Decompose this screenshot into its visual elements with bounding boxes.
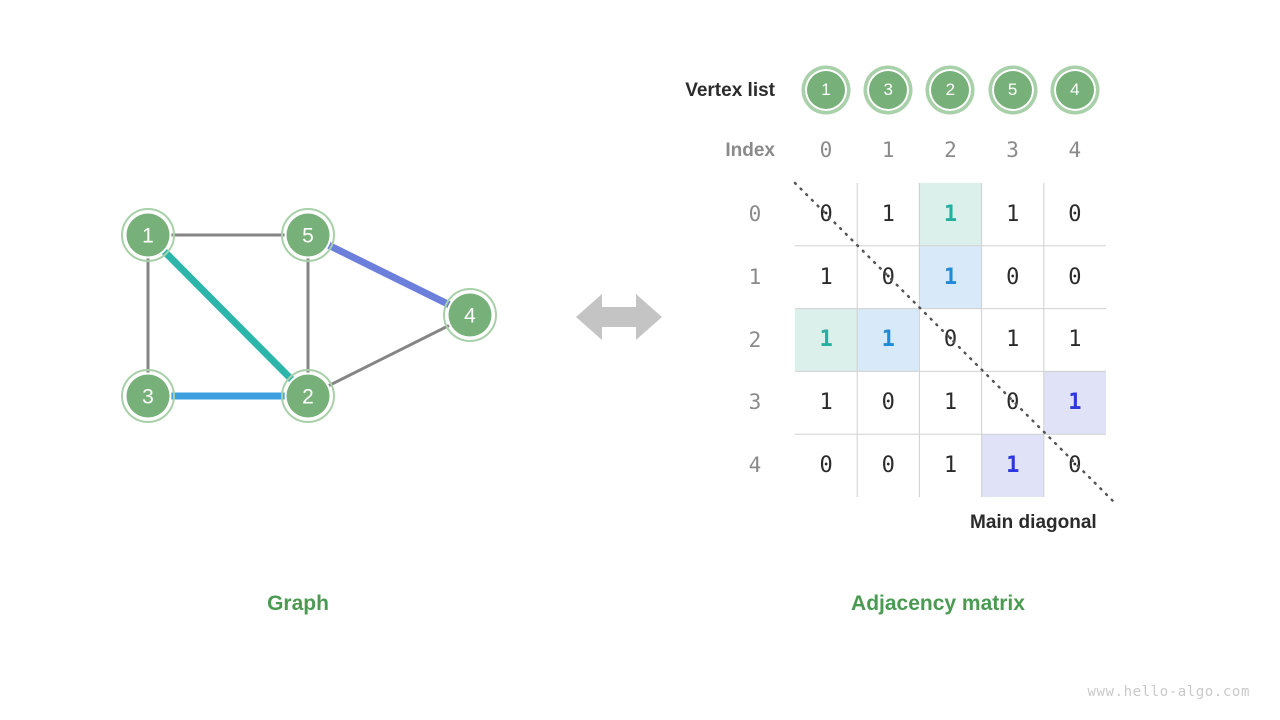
- column-index-2: 2: [944, 138, 957, 162]
- graph-diagram: 1 5 4 3 2: [121, 208, 497, 423]
- graph-node-5[interactable]: 5: [281, 208, 335, 262]
- matrix-cell-3-2[interactable]: 1: [943, 390, 958, 416]
- matrix-cell-4-1[interactable]: 0: [881, 453, 895, 479]
- graph-edge-2-4: [307, 313, 471, 398]
- graph-node-1[interactable]: 1: [121, 208, 175, 262]
- matrix-cell-4-4[interactable]: 0: [1068, 453, 1082, 479]
- graph-node-fill-1: [126, 213, 170, 257]
- matrix-cell-1-2[interactable]: 1: [919, 245, 982, 309]
- graph-edge-1-2: [145, 232, 311, 399]
- matrix-cell-1-3[interactable]: 0: [1006, 264, 1020, 290]
- graph-node-fill-2: [286, 374, 330, 418]
- column-index-row: 0 1 2 3 4: [785, 138, 1115, 168]
- matrix-cell-2-0[interactable]: 1: [795, 308, 858, 372]
- graph-node-ring-5: [281, 208, 335, 262]
- matrix-cell-1-1[interactable]: 0: [881, 264, 895, 290]
- bidirectional-arrow-shape: [576, 294, 662, 340]
- graph-node-ring-2: [281, 369, 335, 423]
- matrix-cell-1-0[interactable]: 1: [819, 264, 833, 290]
- bidirectional-arrow: [576, 290, 662, 344]
- graph-node-label-4: 4: [464, 305, 476, 328]
- row-index-0: 0: [748, 202, 762, 226]
- matrix-cell-0-1[interactable]: 1: [881, 201, 895, 227]
- column-index-1: 1: [881, 138, 895, 162]
- column-index-4: 4: [1068, 138, 1082, 162]
- matrix-cell-4-0[interactable]: 0: [819, 453, 833, 479]
- vertex-chip-2[interactable]: 2: [929, 69, 972, 111]
- column-index-3: 3: [1006, 138, 1019, 162]
- matrix-cell-4-2[interactable]: 1: [943, 453, 958, 479]
- graph-node-label-2: 2: [302, 386, 314, 409]
- graph-node-fill-3: [126, 374, 170, 418]
- matrix-cell-3-4[interactable]: 1: [1043, 371, 1106, 435]
- row-index-column: 0 1 2 3 4: [735, 183, 775, 497]
- caption-adjacency-matrix: Adjacency matrix: [851, 592, 1025, 615]
- vertex-chip-5[interactable]: 5: [991, 69, 1034, 111]
- matrix-cell-2-3[interactable]: 1: [1006, 327, 1020, 353]
- matrix-cell-0-2[interactable]: 1: [919, 183, 982, 246]
- graph-node-ring-3: [121, 369, 175, 423]
- matrix-cell-0-3[interactable]: 1: [1006, 201, 1020, 227]
- graph-node-4[interactable]: 4: [443, 288, 497, 342]
- matrix-cell-3-0[interactable]: 1: [819, 390, 833, 416]
- matrix-cell-1-4[interactable]: 0: [1068, 264, 1082, 290]
- graph-node-fill-4: [448, 293, 492, 337]
- matrix-cell-2-4[interactable]: 1: [1068, 327, 1082, 353]
- index-label: Index: [725, 140, 775, 161]
- matrix-cell-0-4[interactable]: 0: [1068, 201, 1082, 227]
- graph-node-label-3: 3: [142, 386, 154, 409]
- graph-node-ring-4: [443, 288, 497, 342]
- vertex-list-label: Vertex list: [685, 80, 775, 101]
- matrix-cell-3-3[interactable]: 0: [1006, 390, 1020, 416]
- graph-node-2[interactable]: 2: [281, 369, 335, 423]
- vertex-chip-1[interactable]: 1: [805, 69, 847, 111]
- graph-node-label-1: 1: [142, 225, 154, 248]
- graph-node-fill-5: [286, 213, 330, 257]
- vertex-chip-3[interactable]: 3: [867, 69, 910, 111]
- row-index-1: 1: [748, 264, 762, 289]
- matrix-cell-4-3[interactable]: 1: [981, 434, 1044, 497]
- watermark: www.hello-algo.com: [1087, 684, 1250, 700]
- row-index-3: 3: [748, 390, 762, 415]
- matrix-cell-2-2[interactable]: 0: [943, 327, 958, 353]
- graph-node-label-5: 5: [302, 225, 314, 248]
- main-diagonal-label: Main diagonal: [970, 512, 1097, 533]
- matrix-cell-0-0[interactable]: 0: [819, 201, 833, 227]
- row-index-2: 2: [748, 327, 762, 352]
- edge-layer: [145, 231, 472, 400]
- matrix-cell-2-1[interactable]: 1: [857, 308, 920, 372]
- graph-node-3[interactable]: 3: [121, 369, 175, 423]
- graph-edge-5-4: [306, 231, 472, 319]
- graph-panel: 1 5 4 3 2: [0, 0, 600, 720]
- graph-node-ring-1: [121, 208, 175, 262]
- vertex-chip-4[interactable]: 4: [1053, 69, 1096, 111]
- matrix-cell-3-1[interactable]: 0: [881, 390, 895, 416]
- caption-graph: Graph: [267, 592, 329, 615]
- node-layer: 1 5 4 3 2: [121, 208, 497, 423]
- row-index-4: 4: [748, 453, 762, 478]
- column-index-0: 0: [819, 138, 833, 162]
